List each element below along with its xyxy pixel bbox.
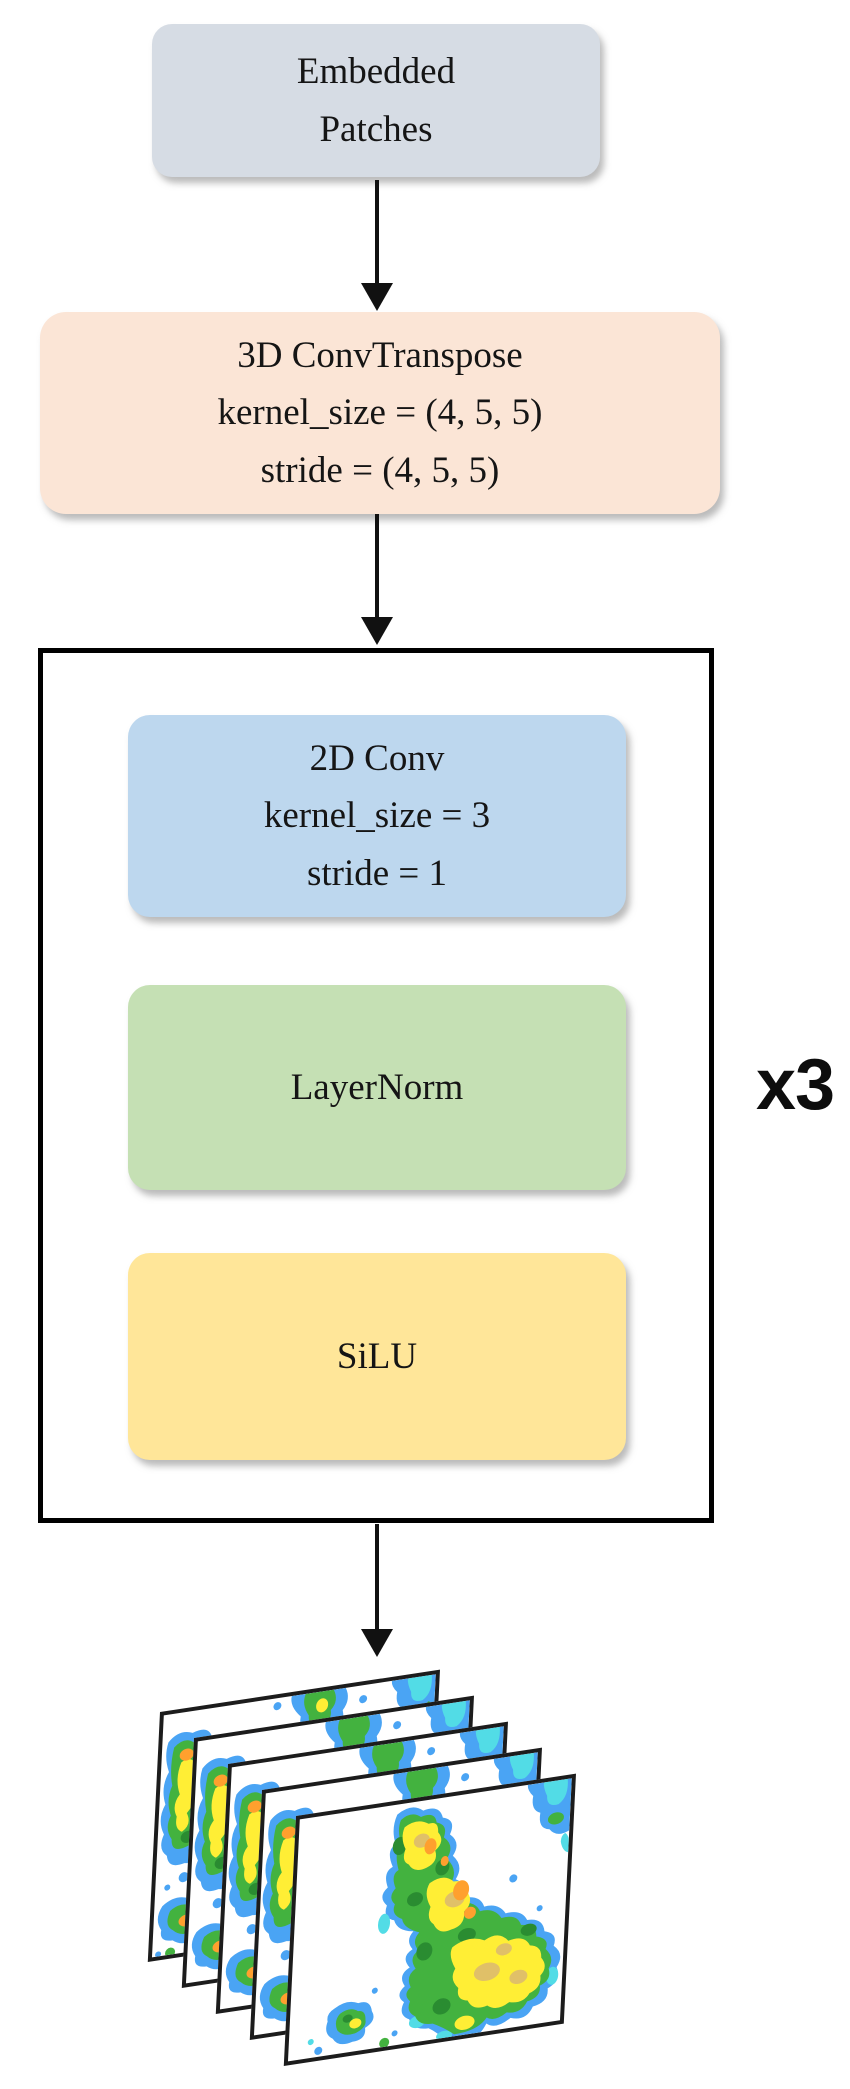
flow-arrow-line — [375, 1524, 379, 1629]
node-3d-convtranspose: 3D ConvTranspose kernel_size = (4, 5, 5)… — [40, 312, 720, 514]
embedded-patches-label: Embedded Patches — [296, 51, 456, 150]
flow-arrow-line — [375, 514, 379, 617]
silu-label: SiLU — [336, 1335, 418, 1377]
conv2d-label: 2D Conv kernel_size = 3 stride = 1 — [263, 737, 491, 894]
convtranspose-label: 3D ConvTranspose kernel_size = (4, 5, 5)… — [217, 334, 543, 491]
isolated-speck — [509, 1874, 518, 1883]
node-layernorm: LayerNorm — [128, 985, 626, 1190]
precipitation-map — [307, 1778, 572, 2055]
flow-arrow-line — [375, 180, 379, 283]
node-silu: SiLU — [128, 1253, 626, 1460]
radar-frame-5 — [283, 1773, 576, 2066]
arrow-down-icon — [361, 1629, 393, 1657]
arrow-down-icon — [361, 617, 393, 645]
layernorm-label: LayerNorm — [290, 1066, 464, 1108]
isolated-speck — [536, 1905, 543, 1912]
node-2d-conv: 2D Conv kernel_size = 3 stride = 1 — [128, 715, 626, 917]
storm-bottom-left — [307, 1987, 398, 2055]
node-embedded-patches: Embedded Patches — [152, 24, 600, 177]
arrow-down-icon — [361, 283, 393, 311]
storm-main-band — [378, 1807, 561, 2042]
storm-top-right-corner — [527, 1778, 572, 1853]
repeat-count-label: x3 — [756, 1045, 835, 1125]
